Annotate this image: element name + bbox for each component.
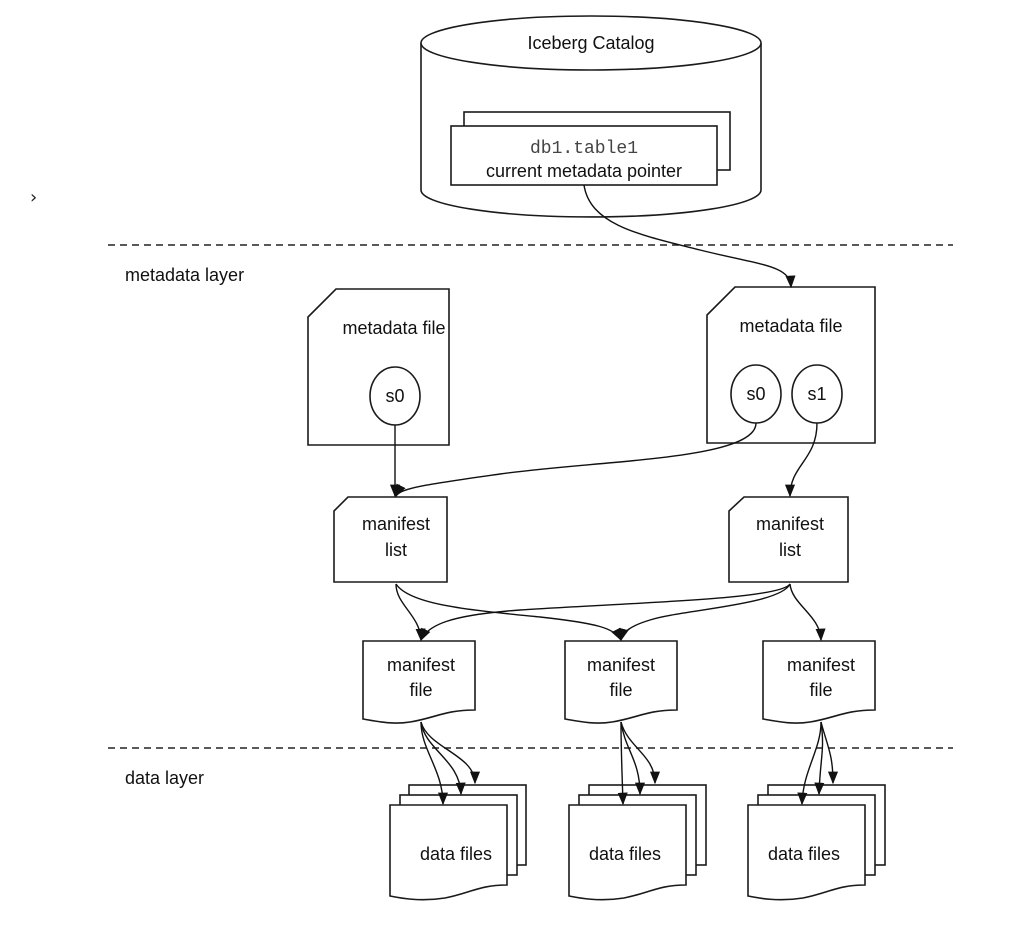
- snapshot-label: s1: [807, 384, 826, 404]
- data-files-label: data files: [589, 844, 661, 864]
- metadata-file-1[interactable]: metadata file s0: [307, 288, 450, 446]
- manifest-file-label: file: [609, 680, 632, 700]
- edge-manifest-file-3-to-data: [797, 721, 822, 806]
- manifest-list-label: list: [779, 540, 801, 560]
- metadata-file-label: metadata file: [342, 318, 445, 338]
- manifest-list-2[interactable]: manifest list: [728, 496, 849, 583]
- manifest-file-3[interactable]: manifest file: [762, 640, 876, 724]
- manifest-file-label: manifest: [787, 655, 855, 675]
- data-files-label: data files: [420, 844, 492, 864]
- manifest-list-label: list: [385, 540, 407, 560]
- manifest-file-label: file: [809, 680, 832, 700]
- edge-mf2-s0-to-manifest-list-1: [395, 422, 757, 498]
- edge-manifest-file-2-to-data: [620, 721, 646, 796]
- snapshot-label: s0: [746, 384, 765, 404]
- edge-ml2-to-manifest-file-2: [618, 583, 791, 642]
- manifest-list-label: manifest: [362, 514, 430, 534]
- catalog-table-entry[interactable]: [450, 125, 718, 186]
- data-files-1[interactable]: data files: [389, 784, 527, 901]
- metadata-layer-label: metadata layer: [125, 265, 244, 285]
- edge-manifest-file-1-to-data: [420, 721, 449, 806]
- edge-ml2-to-manifest-file-1: [420, 583, 791, 642]
- manifest-file-label: manifest: [387, 655, 455, 675]
- edge-manifest-file-2-to-data: [620, 721, 661, 785]
- edge-manifest-file-2-to-data: [617, 721, 628, 806]
- manifest-file-1[interactable]: manifest file: [362, 640, 476, 724]
- edge-manifest-file-1-to-data: [420, 721, 481, 785]
- manifest-file-label: file: [409, 680, 432, 700]
- edge-ml1-to-manifest-file-1: [395, 583, 426, 642]
- edge-ml2-to-manifest-file-3: [789, 583, 826, 642]
- manifest-list-label: manifest: [756, 514, 824, 534]
- catalog-cylinder-top: [420, 15, 762, 71]
- data-files-label: data files: [768, 844, 840, 864]
- edge-ml1-to-manifest-file-2: [395, 583, 622, 642]
- data-layer-label: data layer: [125, 768, 204, 788]
- expand-chevron-icon[interactable]: ›: [30, 187, 37, 208]
- iceberg-catalog: Iceberg Catalog db1.table1 current metad…: [420, 15, 762, 218]
- current-metadata-pointer-label: current metadata pointer: [486, 161, 682, 181]
- metadata-file-2[interactable]: metadata file s0 s1: [706, 286, 876, 444]
- manifest-file-2[interactable]: manifest file: [564, 640, 678, 724]
- edge-mf2-s1-to-manifest-list-2: [784, 422, 818, 498]
- manifest-file-label: manifest: [587, 655, 655, 675]
- edges: [389, 184, 839, 806]
- manifest-list-1[interactable]: manifest list: [333, 496, 448, 583]
- edge-manifest-file-3-to-data: [814, 721, 825, 796]
- data-files-3[interactable]: data files: [747, 784, 886, 901]
- metadata-file-label: metadata file: [739, 316, 842, 336]
- snapshot-label: s0: [385, 386, 404, 406]
- data-files-2[interactable]: data files: [568, 784, 707, 901]
- catalog-title: Iceberg Catalog: [527, 33, 654, 53]
- edge-pointer-to-metadata-file-2: [583, 184, 796, 289]
- edge-manifest-file-3-to-data: [820, 721, 839, 785]
- table-name: db1.table1: [530, 139, 638, 159]
- edge-manifest-file-1-to-data: [420, 721, 466, 796]
